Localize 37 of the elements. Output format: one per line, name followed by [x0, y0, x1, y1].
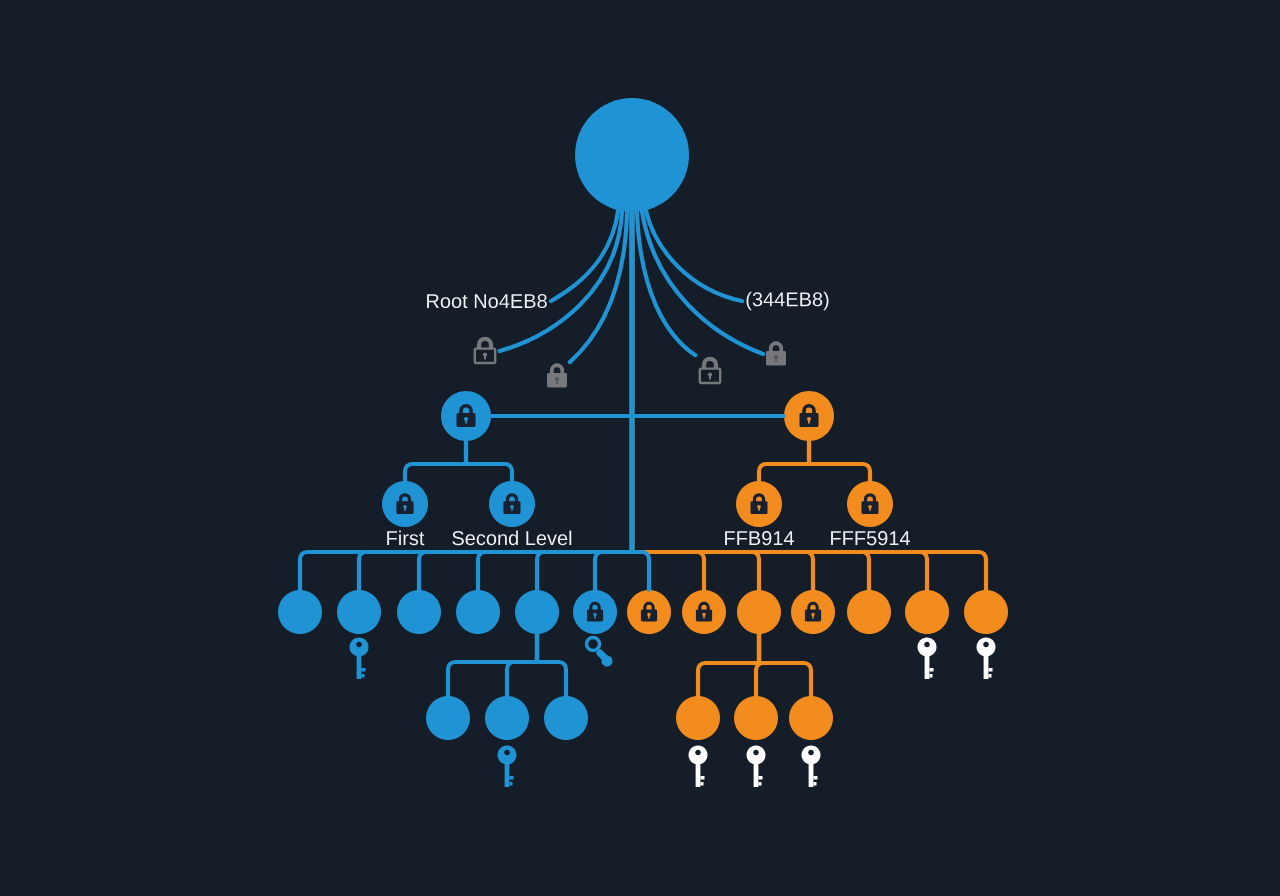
circle-node	[278, 590, 322, 634]
connector	[806, 439, 873, 483]
connector	[548, 208, 621, 304]
node-caption: FFB914	[725, 531, 794, 546]
connector	[463, 439, 515, 483]
circle-node	[737, 590, 781, 634]
connector	[756, 632, 814, 698]
node-caption: FFF5914	[831, 531, 910, 546]
circle-node	[544, 696, 588, 740]
circle-node	[426, 696, 470, 740]
circle-node	[676, 696, 720, 740]
connector	[497, 209, 625, 354]
circle-node	[847, 590, 891, 634]
connector	[643, 208, 745, 304]
node-caption: First	[387, 530, 425, 546]
connector	[634, 209, 698, 358]
circle-node	[337, 590, 381, 634]
circle-node	[485, 696, 529, 740]
connector	[629, 210, 652, 592]
circle-node	[515, 590, 559, 634]
lock-icon	[766, 341, 786, 366]
circle-node	[456, 590, 500, 634]
circle-node	[734, 696, 778, 740]
connector	[639, 209, 766, 357]
lock-icon	[473, 336, 497, 365]
lock-icon	[547, 363, 567, 388]
connector	[567, 209, 630, 365]
connector	[534, 632, 569, 698]
circle-node	[397, 590, 441, 634]
text-label: (344EB8)	[746, 291, 829, 311]
node-caption: Second Level	[452, 530, 572, 546]
circle-node	[964, 590, 1008, 634]
circle-node	[789, 696, 833, 740]
circle-node	[575, 98, 689, 212]
text-label: Root No4EB8	[427, 293, 547, 309]
circle-node	[905, 590, 949, 634]
lock-icon	[698, 356, 722, 385]
